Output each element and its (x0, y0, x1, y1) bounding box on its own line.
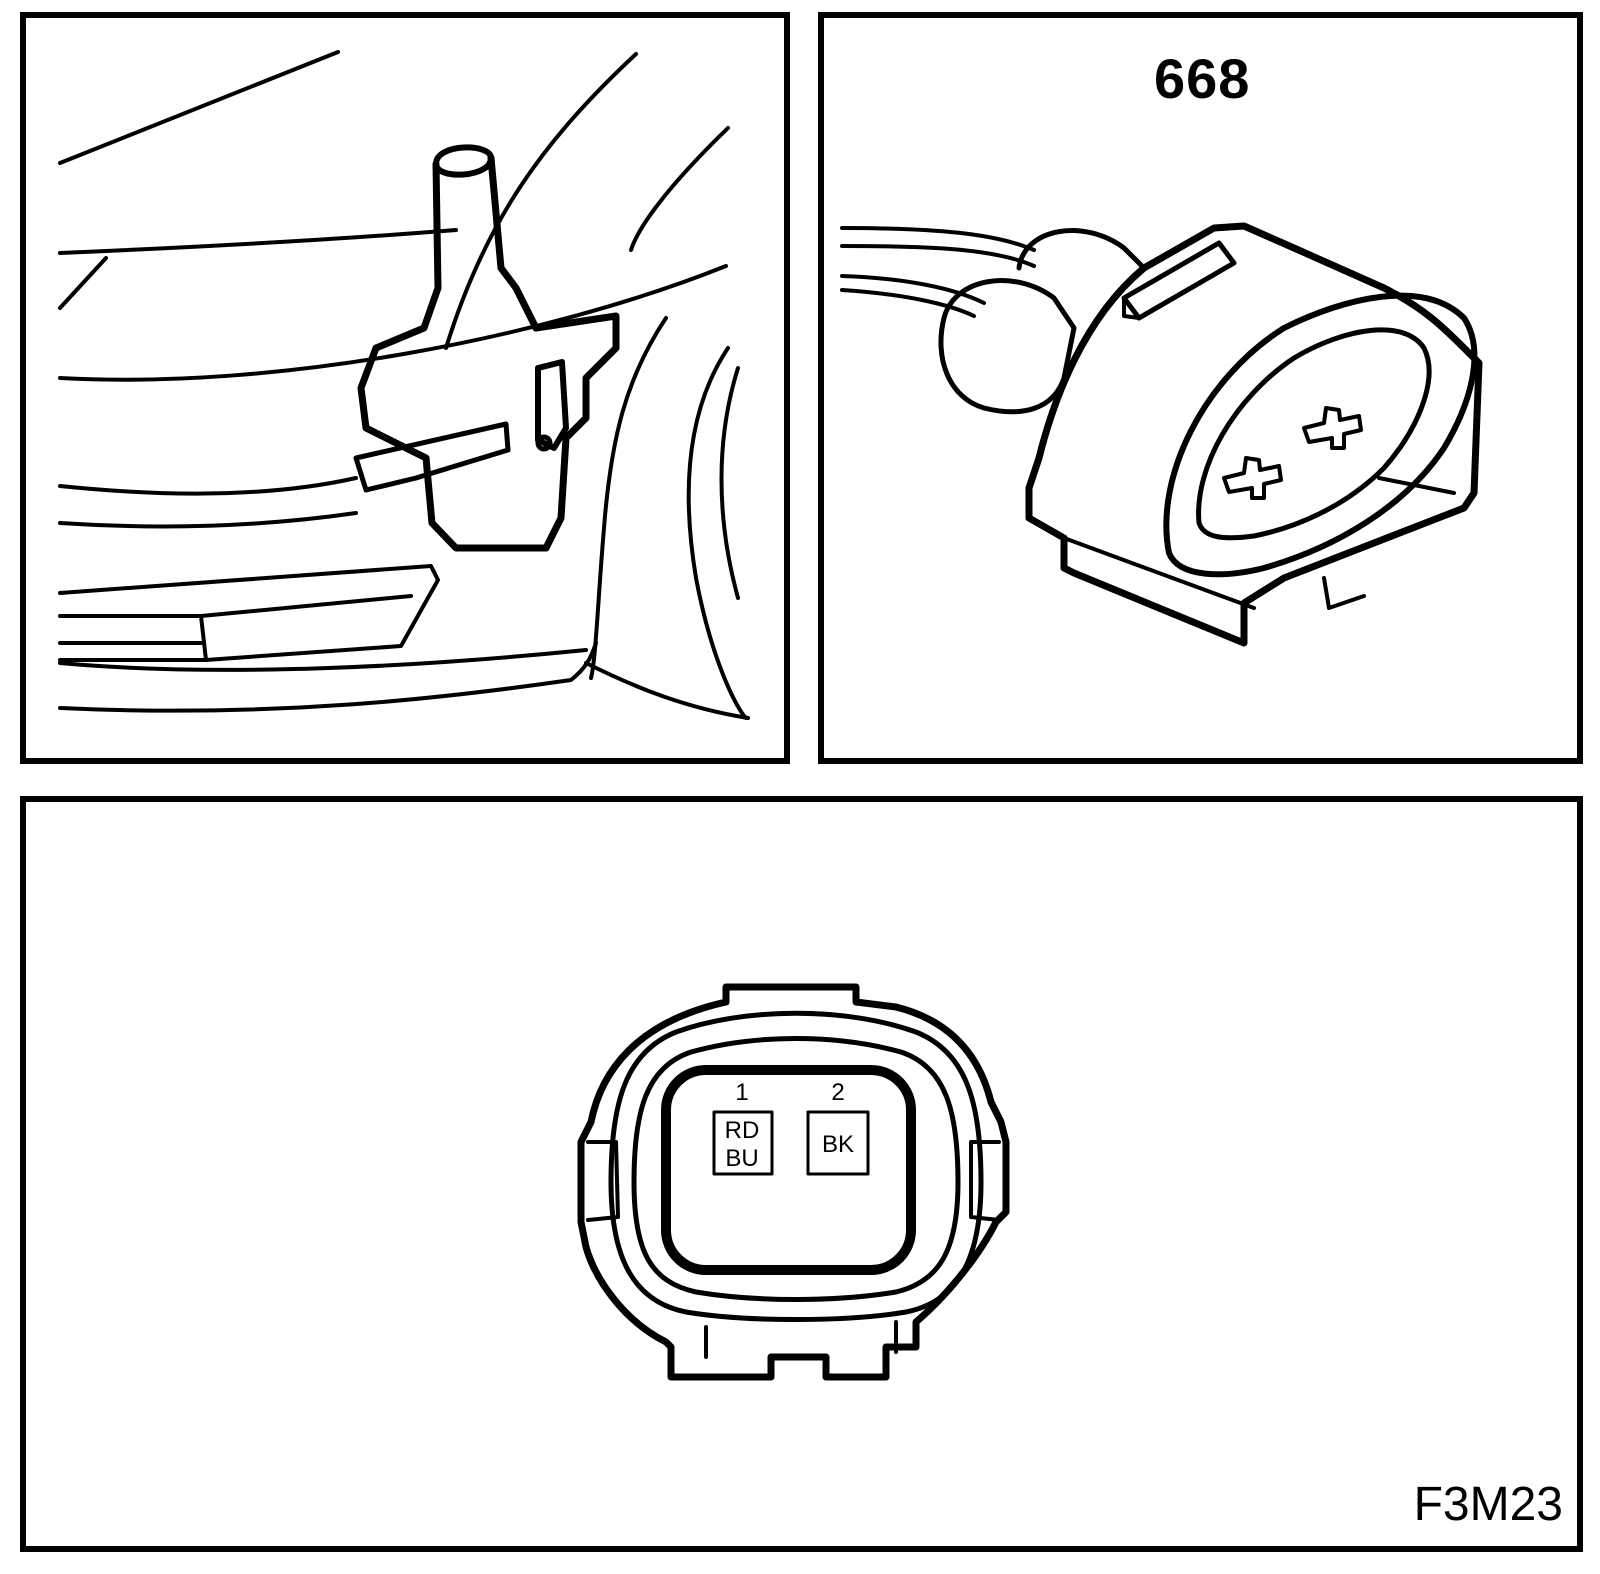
pin-1-wire-color-line-1: RD (725, 1117, 760, 1144)
connector-number: 668 (1154, 47, 1251, 110)
connector-perspective-panel: 668 (818, 12, 1583, 764)
connector-face-panel: 1 RD BU 2 BK F3M23 (20, 796, 1583, 1552)
pin-1-number: 1 (735, 1079, 748, 1106)
location-view-panel (20, 12, 790, 764)
pin-2-number: 2 (831, 1079, 844, 1106)
connector-668-perspective-drawing (840, 222, 1483, 647)
figure-code: F3M23 (1413, 1478, 1563, 1531)
connector-face-drawing: 1 RD BU 2 BK (577, 983, 1010, 1381)
pin-1-wire-color-line-2: BU (725, 1145, 758, 1172)
vehicle-front-corner-drawing (58, 50, 750, 720)
pin-2-wire-color-line-1: BK (822, 1131, 854, 1158)
